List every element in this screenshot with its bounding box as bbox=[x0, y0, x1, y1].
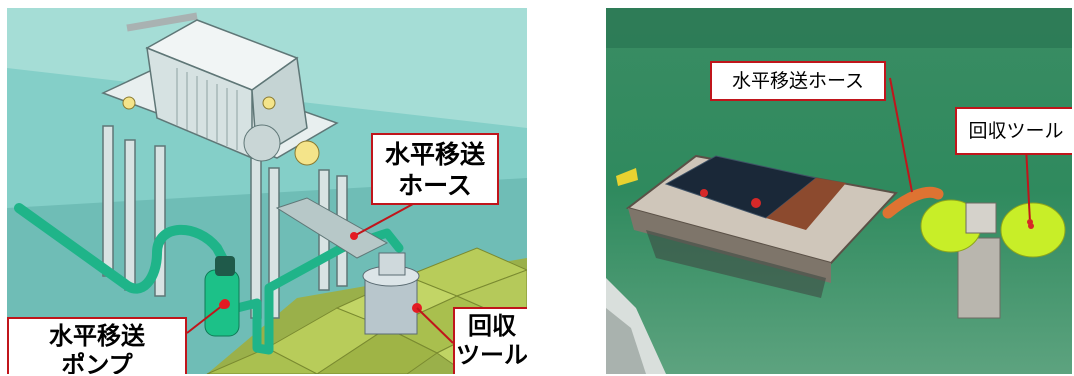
horizontal-transfer-hose-model bbox=[14, 203, 404, 355]
test-photo bbox=[606, 8, 1072, 374]
callout-pointers bbox=[889, 77, 1031, 223]
callout-transfer-hose-photo: 水平移送ホース bbox=[710, 61, 886, 101]
callout-recovery-tool: 回収 ツール bbox=[453, 307, 527, 374]
robot-body bbox=[101, 19, 339, 166]
hose-photo bbox=[882, 186, 944, 219]
callout-pointers bbox=[186, 203, 454, 344]
callout-recovery-tool-photo: 回収ツール bbox=[955, 107, 1072, 155]
callout-transfer-hose: 水平移送 ホース bbox=[371, 133, 499, 205]
recovery-tool-photo bbox=[920, 199, 1066, 319]
cad-rendering-panel: 水平移送 ホース 水平移送 ポンプ 回収 ツール bbox=[7, 8, 527, 374]
callout-transfer-pump: 水平移送 ポンプ bbox=[7, 317, 187, 374]
callout-line-1: 水平移送 bbox=[384, 140, 485, 169]
callout-line-1: 回収 bbox=[468, 312, 516, 340]
callout-line-2: ホース bbox=[398, 171, 472, 200]
robot-photo bbox=[625, 154, 898, 298]
callout-line-1: 水平移送 bbox=[49, 322, 145, 350]
test-photo-panel: 水平移送ホース 回収ツール bbox=[606, 8, 1072, 374]
callout-line-2: ツール bbox=[456, 341, 527, 369]
callout-line-2: ポンプ bbox=[61, 351, 133, 374]
